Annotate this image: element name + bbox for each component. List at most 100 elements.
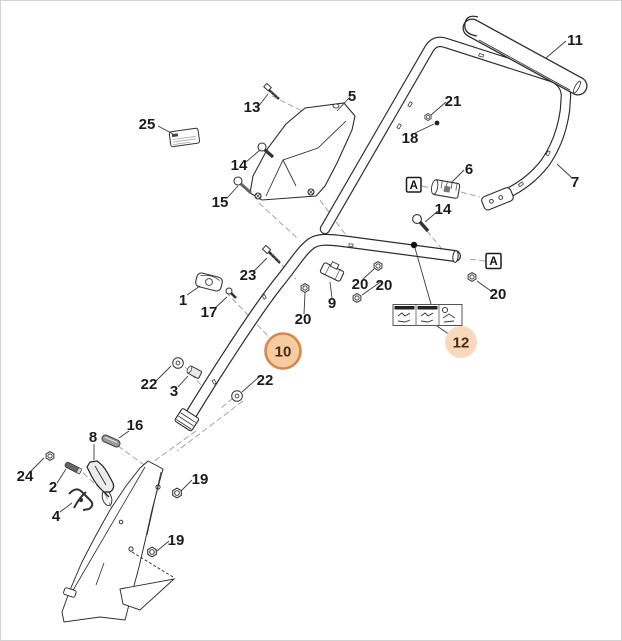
leader-line (545, 40, 567, 59)
nut-20-c (300, 283, 310, 293)
leader-line (336, 96, 351, 112)
part-number-8[interactable]: 8 (89, 429, 97, 446)
screw-13 (263, 82, 280, 100)
leader-line (226, 185, 239, 199)
ref-box-A-1 (485, 252, 502, 270)
alignment-line (117, 445, 148, 468)
pin-15 (233, 176, 253, 195)
leader-line (556, 163, 573, 179)
nut-20-d (467, 272, 477, 282)
alignment-line (219, 397, 234, 410)
leader-line (118, 430, 130, 439)
part-number-3[interactable]: 3 (170, 383, 178, 400)
cover-panel-5-drawing (249, 102, 356, 201)
leader-line (361, 280, 383, 296)
ref-letter-A-1: A (489, 256, 497, 268)
part-number-6[interactable]: 6 (465, 161, 473, 178)
nut-19-a (172, 487, 182, 499)
nut-20-b (352, 293, 362, 303)
leader-line (180, 479, 193, 492)
screw-18 (434, 120, 440, 126)
part-number-20[interactable]: 20 (352, 276, 369, 293)
leader-lines (29, 40, 573, 552)
leader-line (214, 296, 228, 309)
part-number-11[interactable]: 11 (567, 32, 583, 49)
screw-17 (225, 287, 237, 299)
part-number-19[interactable]: 19 (168, 532, 185, 549)
handle-grip-11-drawing (462, 15, 588, 96)
leader-line (329, 281, 333, 299)
part-number-15[interactable]: 15 (212, 194, 229, 211)
part-number-17[interactable]: 17 (201, 304, 218, 321)
alignment-line (421, 185, 432, 189)
part-number-23[interactable]: 23 (240, 267, 257, 284)
lower-handlebar-10-drawing (174, 233, 461, 432)
part-number-19[interactable]: 19 (192, 471, 209, 488)
bolt-23 (261, 244, 281, 264)
nut-21 (424, 113, 432, 121)
part-number-16[interactable]: 16 (127, 417, 144, 434)
highlight-circle-part-12[interactable] (445, 326, 477, 358)
alignment-line (271, 95, 307, 114)
lever-8 (86, 460, 115, 498)
leader-line (414, 123, 435, 134)
part-number-22[interactable]: 22 (141, 376, 158, 393)
leader-line (257, 93, 269, 108)
leader-line (424, 210, 439, 223)
screw-14-lower (412, 214, 430, 233)
part-number-20[interactable]: 20 (376, 277, 393, 294)
alignment-line (460, 191, 481, 198)
cable-guide-9 (319, 261, 345, 282)
leader-line (430, 101, 447, 116)
upper-handlebar-7-drawing (319, 36, 572, 235)
washer-22-b (231, 390, 243, 402)
sticker-12 (392, 304, 463, 326)
leader-line (303, 292, 306, 315)
part-number-7[interactable]: 7 (571, 174, 579, 191)
leader-line (245, 149, 261, 163)
part-number-13[interactable]: 13 (244, 99, 261, 116)
part-number-14[interactable]: 14 (231, 157, 248, 174)
part-number-24[interactable]: 24 (17, 468, 34, 485)
part-number-21[interactable]: 21 (445, 93, 462, 110)
leader-line (56, 468, 67, 484)
part-number-25[interactable]: 25 (139, 116, 156, 133)
part-number-14[interactable]: 14 (435, 201, 452, 218)
ref-box-A-0 (405, 176, 422, 193)
leader-line (476, 280, 492, 292)
alignment-line (176, 400, 244, 452)
label-position-dot (410, 241, 418, 249)
leader-line (157, 125, 174, 135)
highlight-circle-part-10[interactable] (264, 332, 302, 370)
sleeve-3 (186, 365, 203, 379)
washer-22-a (172, 357, 184, 369)
leader-line (186, 285, 201, 296)
ref-letter-A-0: A (410, 180, 418, 192)
alignment-line (467, 258, 486, 262)
part-number-20[interactable]: 20 (490, 286, 507, 303)
part-number-22[interactable]: 22 (257, 372, 274, 389)
leader-line (241, 376, 260, 393)
part-number-18[interactable]: 18 (402, 130, 419, 147)
leader-line (156, 540, 170, 552)
alignment-line (225, 291, 270, 338)
nut-24 (45, 451, 55, 461)
part-number-1[interactable]: 1 (179, 292, 187, 309)
leader-line (414, 247, 432, 305)
part-number-20[interactable]: 20 (295, 311, 312, 328)
clamp-1 (195, 272, 223, 292)
screw-14-upper (257, 142, 275, 159)
part-number-5[interactable]: 5 (348, 88, 356, 105)
pin-2 (64, 461, 83, 475)
part-number-4[interactable]: 4 (52, 508, 61, 525)
highlighted-part-number-12[interactable]: 12 (453, 335, 470, 352)
highlighted-part-number-10[interactable]: 10 (275, 344, 292, 361)
leader-line (29, 457, 45, 473)
part-number-9[interactable]: 9 (328, 295, 336, 312)
sticker-25 (168, 127, 201, 148)
leader-line (155, 365, 172, 382)
pin-16 (101, 434, 121, 448)
part-number-2[interactable]: 2 (49, 479, 57, 496)
